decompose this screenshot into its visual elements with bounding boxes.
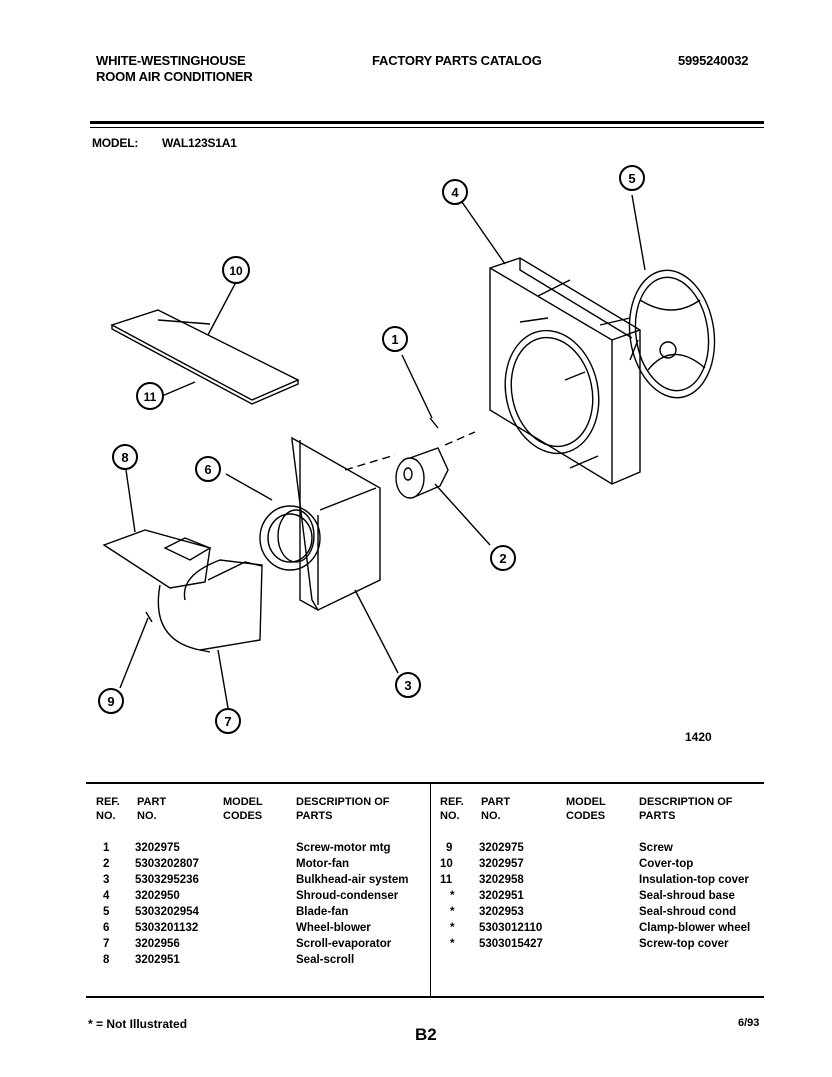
right-row-5-ref: *	[450, 906, 455, 918]
right-row-4-desc: Seal-shroud base	[639, 890, 735, 902]
left-row-7-part: 3202956	[135, 938, 180, 950]
left-row-2-ref: 2	[103, 858, 110, 870]
col-header-description: DESCRIPTION OF PARTS	[296, 796, 390, 822]
svg-text:8: 8	[121, 450, 128, 465]
svg-text:10: 10	[229, 264, 243, 278]
svg-text:4: 4	[451, 185, 459, 200]
fan-blade-part	[628, 269, 716, 399]
callout-9: 9	[98, 688, 124, 714]
col-header-part: PART NO.	[137, 796, 167, 822]
seal-scroll-part	[102, 529, 211, 589]
right-row-5-part: 3202953	[479, 906, 524, 918]
right-row-4-ref: *	[450, 890, 455, 902]
model-value: WAL123S1A1	[162, 136, 237, 150]
right-row-5-desc: Seal-shroud cond	[639, 906, 737, 918]
motor-fan-part	[395, 457, 425, 499]
col-header-model-codes-right: MODEL CODES	[566, 796, 606, 822]
left-row-8-ref: 8	[103, 954, 110, 966]
svg-text:2: 2	[499, 551, 506, 566]
left-row-3-part: 5303295236	[135, 874, 199, 886]
right-row-3-part: 3202958	[479, 874, 524, 886]
right-row-1-ref: 9	[446, 842, 453, 854]
svg-text:6: 6	[204, 462, 211, 477]
callout-11: 11	[136, 382, 164, 410]
left-row-5-desc: Blade-fan	[296, 906, 349, 918]
model-label: MODEL:	[92, 136, 139, 150]
callout-4: 4	[442, 179, 468, 205]
header-rule-bottom	[90, 127, 764, 128]
left-row-1-ref: 1	[103, 842, 110, 854]
left-row-5-part: 5303202954	[135, 906, 199, 918]
table-rule-bottom	[86, 996, 764, 998]
right-row-2-desc: Cover-top	[639, 858, 694, 870]
right-row-6-part: 5303012110	[479, 922, 543, 934]
left-row-8-desc: Seal-scroll	[296, 954, 355, 966]
brand-line-2: ROOM AIR CONDITIONER	[96, 69, 253, 84]
right-row-2-part: 3202957	[479, 858, 524, 870]
header-rule-top	[90, 121, 764, 124]
left-row-4-ref: 4	[103, 890, 110, 902]
left-row-4-desc: Shroud-condenser	[296, 890, 399, 902]
callout-6: 6	[195, 456, 221, 482]
callout-5: 5	[619, 165, 645, 191]
col-header-ref: REF. NO.	[96, 796, 120, 822]
left-row-2-part: 5303202807	[135, 858, 199, 870]
right-row-6-ref: *	[450, 922, 455, 934]
exploded-parts-diagram: 1 2 3 4 5 6 7 8 9 10 11	[98, 165, 716, 734]
left-row-6-desc: Wheel-blower	[296, 922, 371, 934]
left-row-8-part: 3202951	[135, 954, 180, 966]
left-row-4-part: 3202950	[135, 890, 180, 902]
callout-10: 10	[222, 256, 250, 284]
col-header-description-right: DESCRIPTION OF PARTS	[639, 796, 733, 822]
left-row-7-desc: Scroll-evaporator	[296, 938, 392, 950]
svg-text:7: 7	[224, 714, 231, 729]
svg-text:1: 1	[391, 332, 398, 347]
catalog-number: 5995240032	[678, 53, 749, 68]
right-row-7-desc: Screw-top cover	[639, 938, 729, 950]
left-row-5-ref: 5	[103, 906, 110, 918]
left-row-7-ref: 7	[103, 938, 110, 950]
left-row-3-desc: Bulkhead-air system	[296, 874, 409, 886]
right-row-4-part: 3202951	[479, 890, 524, 902]
table-rule-top	[86, 782, 764, 784]
table-divider	[430, 784, 431, 996]
figure-number: 1420	[685, 730, 712, 744]
right-row-7-ref: *	[450, 938, 455, 950]
callout-8: 8	[112, 444, 138, 470]
left-row-2-desc: Motor-fan	[296, 858, 350, 870]
right-row-3-ref: 11	[440, 874, 453, 886]
bulkhead-part	[291, 436, 381, 611]
right-row-1-part: 3202975	[479, 842, 524, 854]
scroll-evaporator-part	[157, 559, 263, 651]
col-header-part-right: PART NO.	[481, 796, 511, 822]
svg-text:9: 9	[107, 694, 114, 709]
callout-3: 3	[395, 672, 421, 698]
callout-1: 1	[382, 326, 408, 352]
svg-text:11: 11	[144, 390, 157, 404]
footer-note: * = Not Illustrated	[88, 1017, 188, 1031]
page-number: B2	[415, 1025, 437, 1044]
callout-7: 7	[215, 708, 241, 734]
right-row-6-desc: Clamp-blower wheel	[639, 922, 751, 934]
right-row-7-part: 5303015427	[479, 938, 543, 950]
col-header-ref-right: REF. NO.	[440, 796, 464, 822]
svg-text:3: 3	[404, 678, 411, 693]
brand-line-1: WHITE-WESTINGHOUSE	[96, 53, 246, 68]
catalog-title: FACTORY PARTS CATALOG	[372, 53, 542, 68]
left-row-1-desc: Screw-motor mtg	[296, 842, 391, 854]
left-row-1-part: 3202975	[135, 842, 180, 854]
callout-2: 2	[490, 545, 516, 571]
right-row-2-ref: 10	[440, 858, 453, 870]
right-row-1-desc: Screw	[639, 842, 673, 854]
right-row-3-desc: Insulation-top cover	[639, 874, 749, 886]
left-row-3-ref: 3	[103, 874, 110, 886]
footer-date: 6/93	[738, 1017, 760, 1029]
svg-text:5: 5	[628, 171, 635, 186]
left-row-6-part: 5303201132	[135, 922, 199, 934]
col-header-model-codes: MODEL CODES	[223, 796, 263, 822]
left-row-6-ref: 6	[103, 922, 110, 934]
blower-wheel-part	[259, 505, 321, 571]
